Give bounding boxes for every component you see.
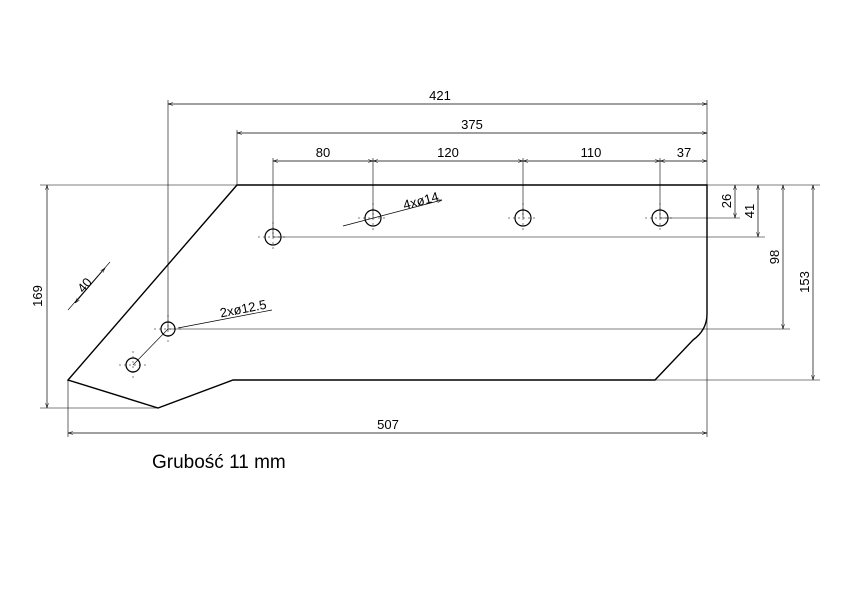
dim-40: 40 — [74, 275, 95, 296]
dim-80: 80 — [316, 145, 330, 160]
thickness-note: Grubość 11 mm — [152, 452, 286, 473]
dim-41: 41 — [742, 204, 757, 218]
dim-26: 26 — [719, 194, 734, 208]
dim-375: 375 — [461, 117, 483, 132]
dim-110: 110 — [581, 145, 602, 160]
leader-lines — [177, 200, 442, 329]
dim-120: 120 — [437, 145, 459, 160]
dim-507: 507 — [377, 417, 399, 432]
holes — [125, 209, 669, 373]
dim-169: 169 — [30, 285, 45, 307]
dim-153: 153 — [797, 271, 812, 293]
label-2x-d12-5: 2xø12.5 — [219, 297, 268, 321]
part-outline — [66, 184, 708, 409]
dimension-lines — [47, 104, 813, 433]
dim-98: 98 — [767, 250, 782, 264]
dim-37: 37 — [677, 145, 691, 160]
extension-lines — [40, 100, 820, 437]
center-marks — [119, 203, 675, 379]
dim-421: 421 — [429, 88, 451, 103]
label-4x-d14: 4xø14 — [401, 189, 440, 213]
